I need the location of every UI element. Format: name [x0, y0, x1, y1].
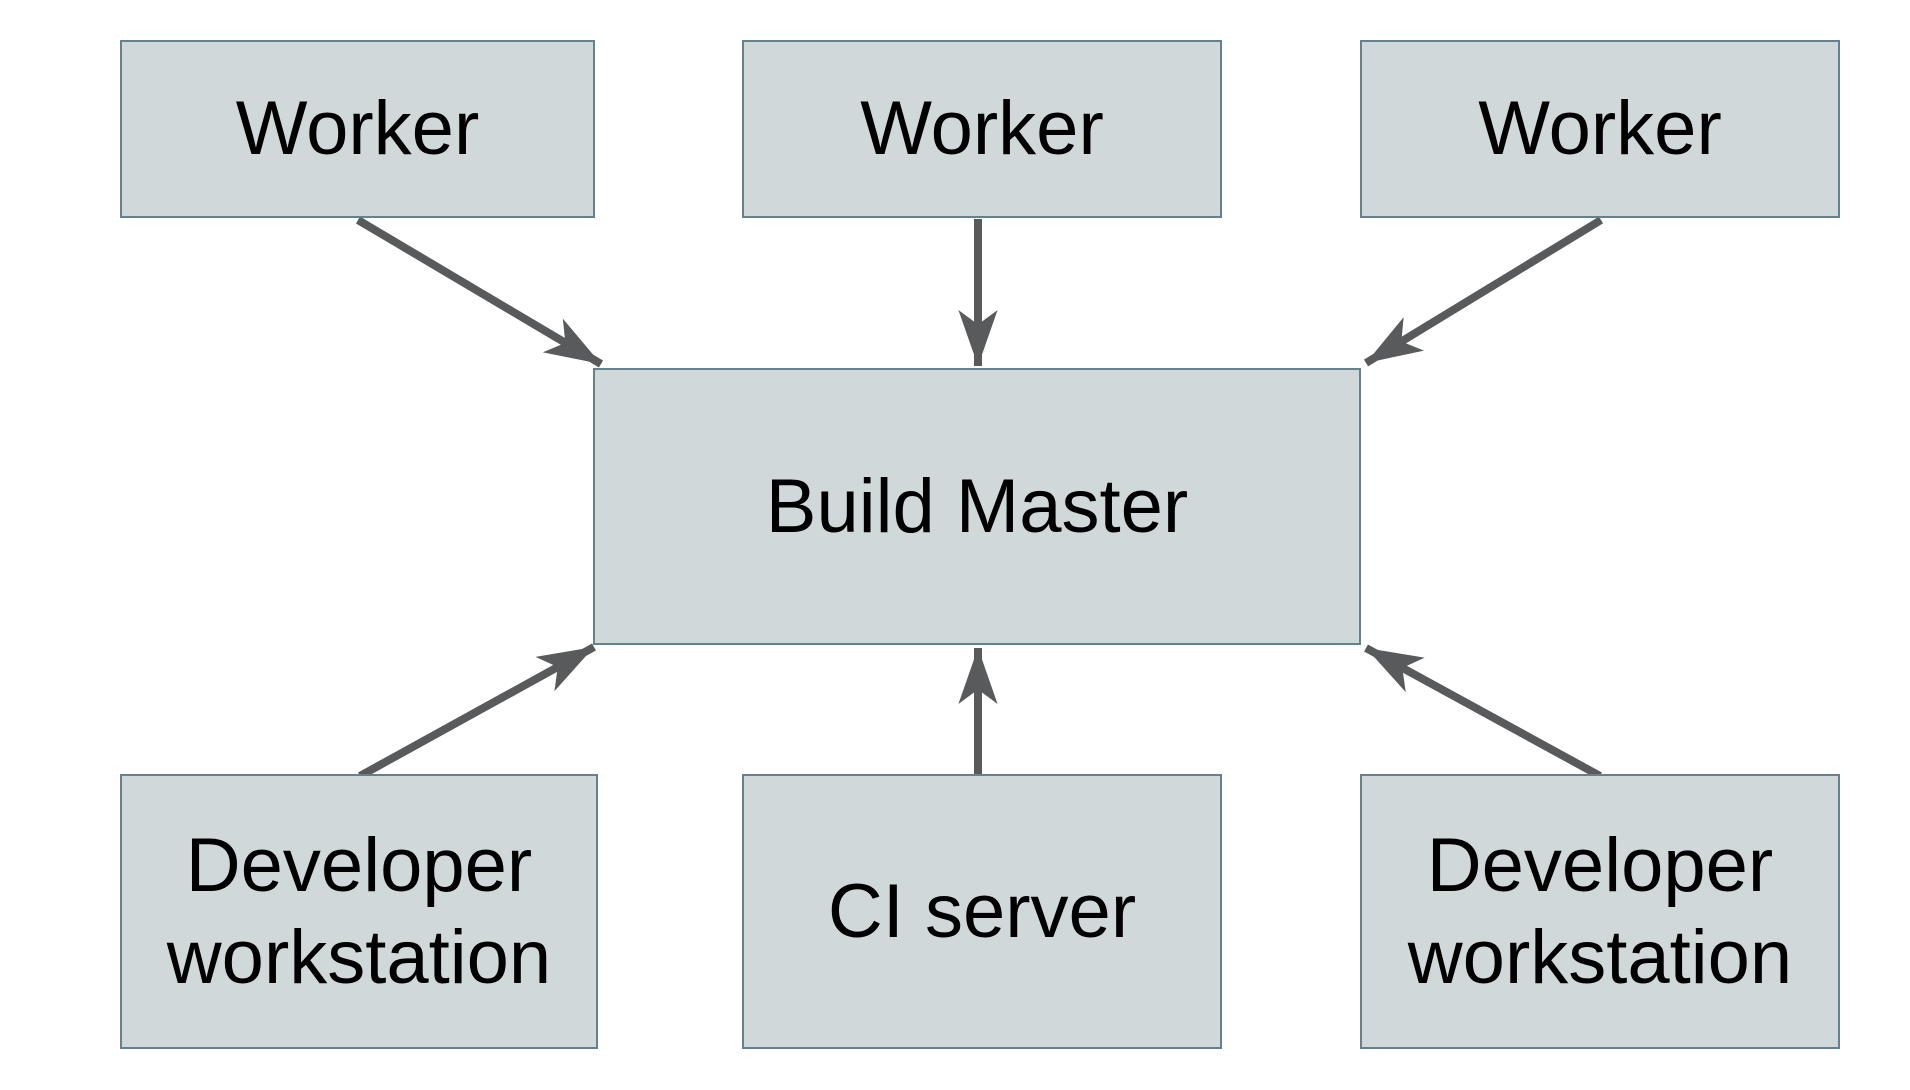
ci-server-box: CI server — [742, 774, 1222, 1049]
worker-3-box: Worker — [1360, 40, 1840, 218]
worker-2-box: Worker — [742, 40, 1222, 218]
arrow-worker-3-to-build-master — [1363, 216, 1604, 367]
arrow-developer-workstation-2-to-build-master — [1364, 644, 1602, 780]
ci-server-label: CI server — [827, 868, 1137, 954]
worker-1-box: Worker — [120, 40, 595, 218]
developer-workstation-2-label: Developer workstation — [1407, 823, 1793, 1000]
developer-workstation-1-label: Developer workstation — [166, 823, 552, 1000]
developer-workstation-2-box: Developer workstation — [1360, 774, 1840, 1049]
worker-1-label: Worker — [235, 86, 480, 172]
developer-workstation-1-box: Developer workstation — [120, 774, 598, 1049]
worker-2-label: Worker — [860, 86, 1104, 172]
build-master-box: Build Master — [593, 368, 1361, 645]
build-master-label: Build Master — [765, 463, 1189, 549]
arrow-developer-workstation-1-to-build-master — [358, 643, 596, 780]
worker-3-label: Worker — [1478, 86, 1722, 172]
arrow-worker-1-to-build-master — [355, 216, 604, 368]
